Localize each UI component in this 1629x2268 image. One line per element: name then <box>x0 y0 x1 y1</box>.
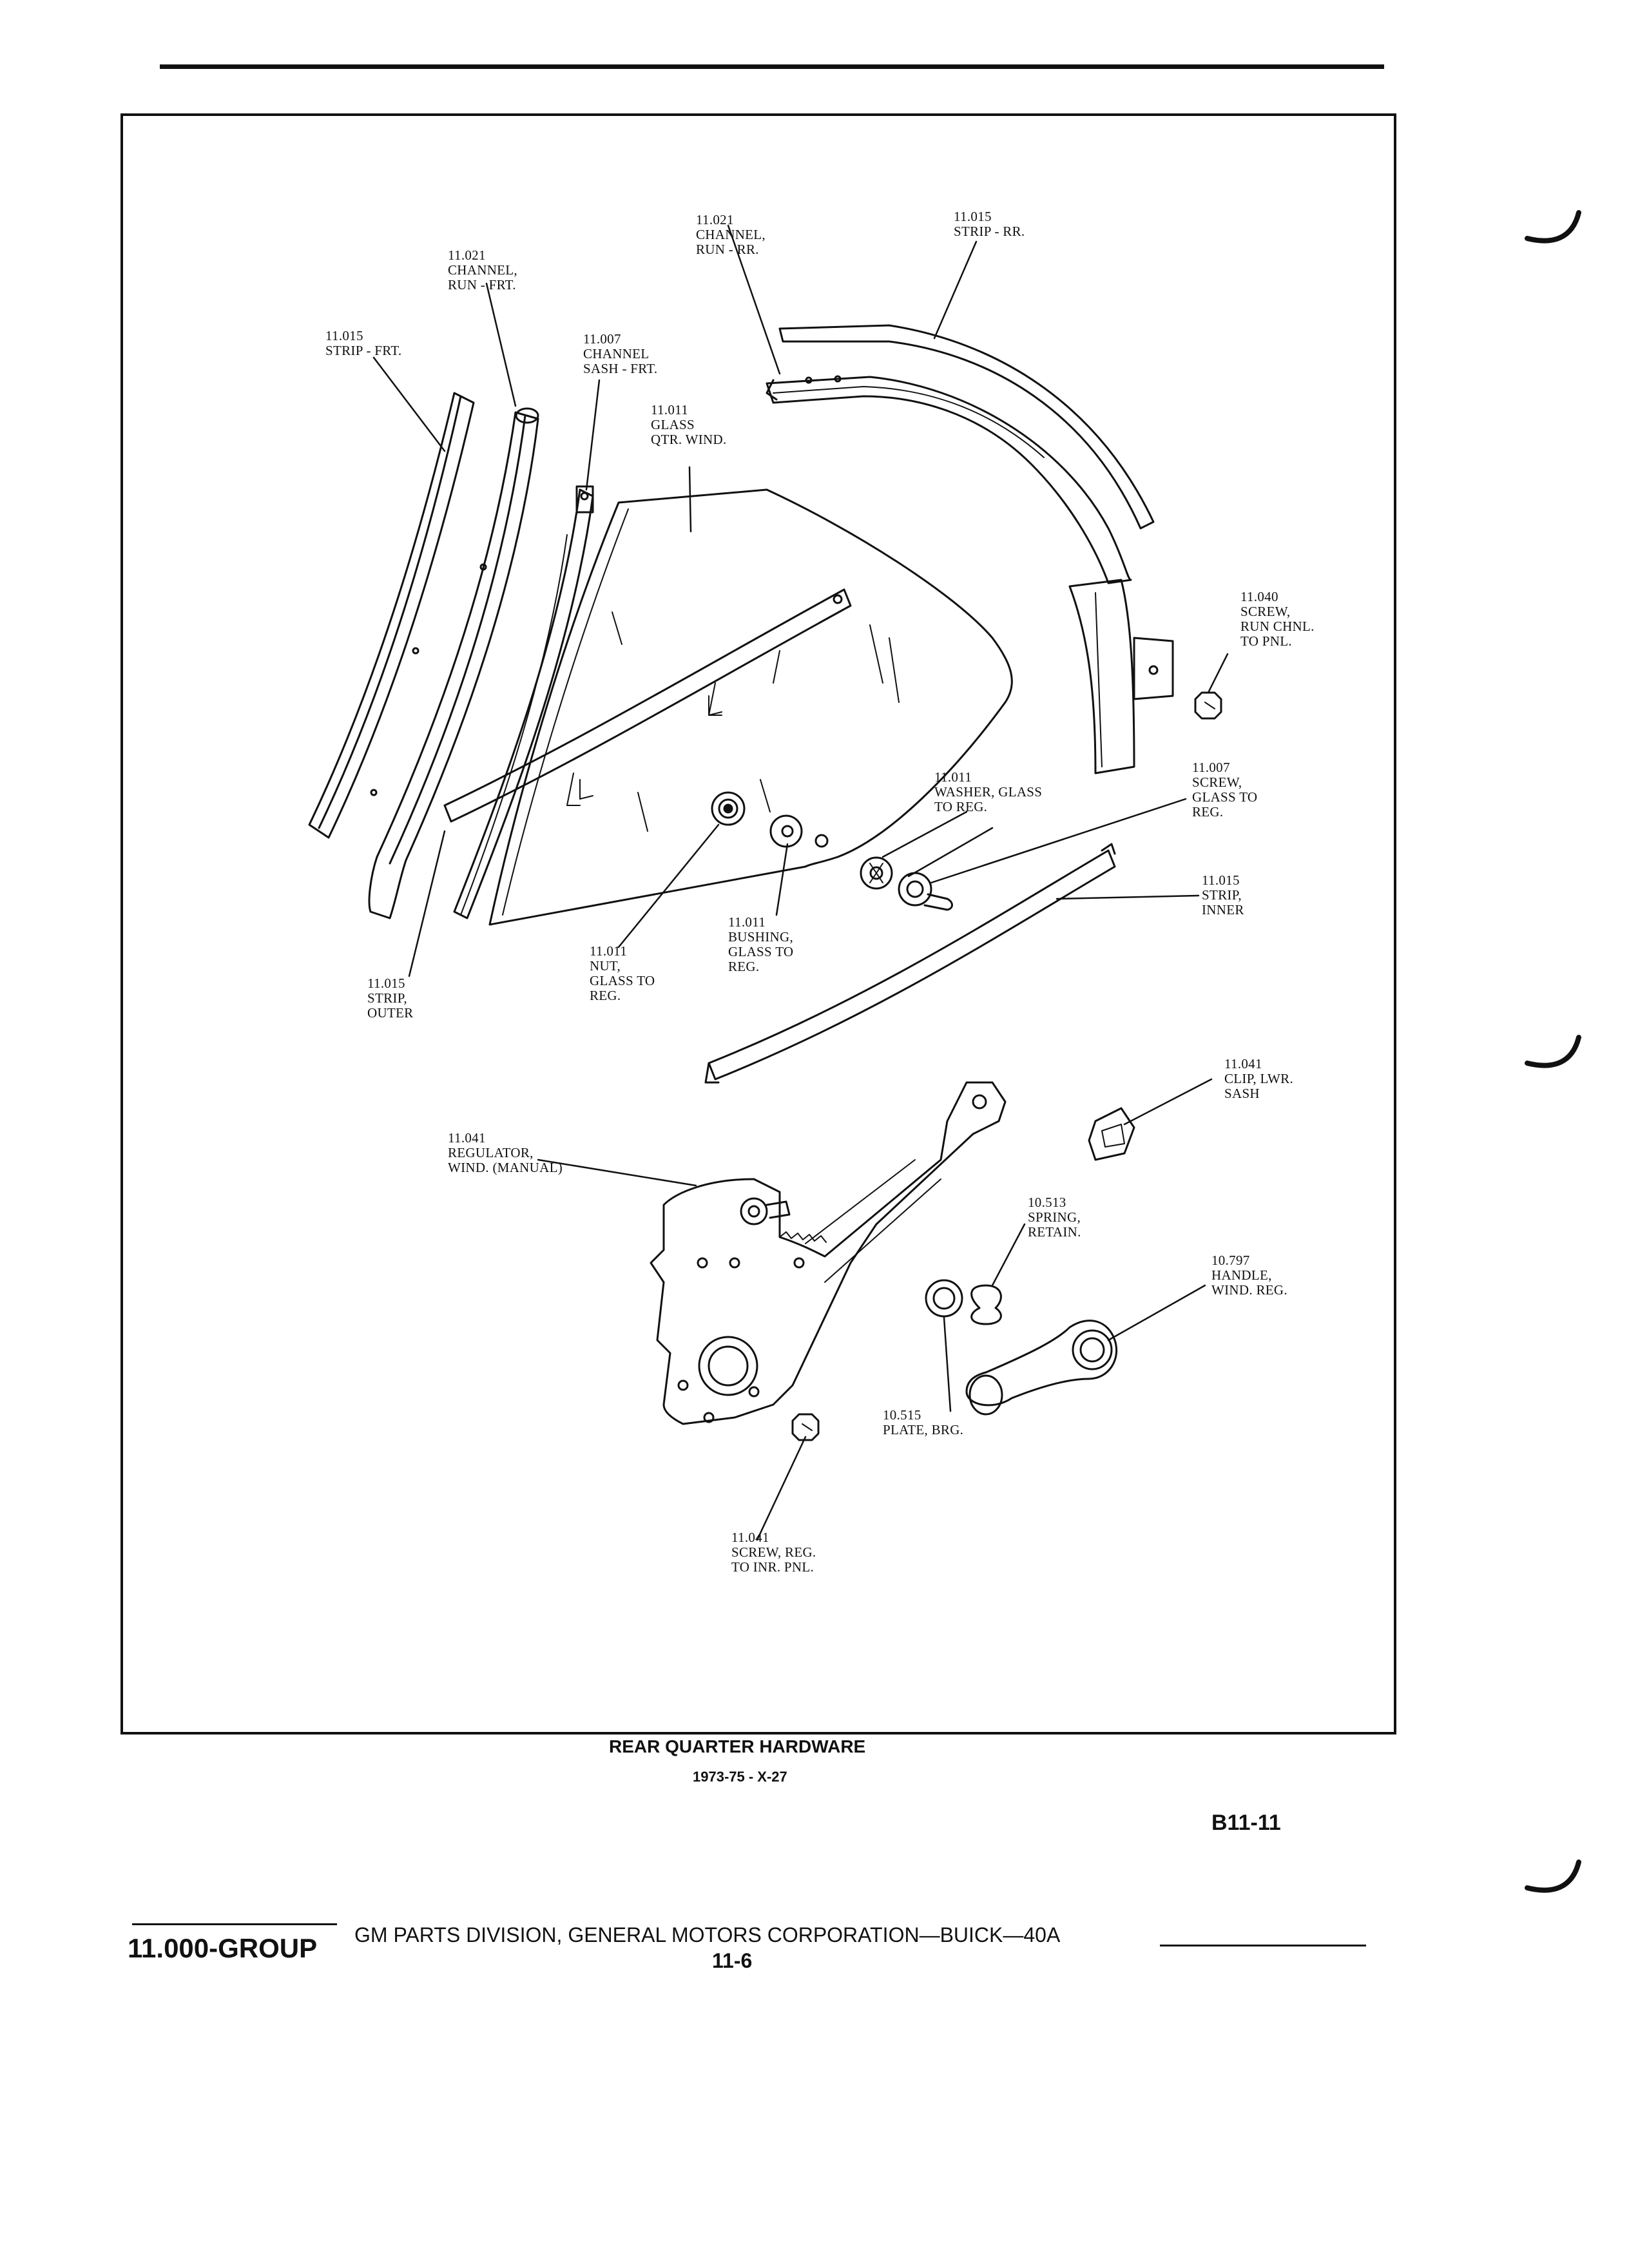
binder-hook-icon <box>1525 210 1581 244</box>
callout-strip-rr: 11.015 STRIP - RR. <box>954 209 1025 239</box>
nut-glass-to-reg-part <box>711 791 746 826</box>
channel-sash-front-part <box>453 485 594 919</box>
callout-strip-outer: 11.015 STRIP, OUTER <box>367 975 414 1021</box>
binder-hook-icon <box>1525 1860 1581 1893</box>
callout-glass-qtr-wind: 11.011 GLASS QTR. WIND. <box>651 402 727 447</box>
callout-strip-inner: 11.015 STRIP, INNER <box>1202 872 1244 918</box>
glass-lift-rail-part <box>443 588 852 823</box>
callout-regulator-wind: 11.041 REGULATOR, WIND. (MANUAL) <box>448 1130 563 1175</box>
footer-rule-left <box>132 1923 337 1925</box>
strip-inner-part <box>704 843 1116 1084</box>
callout-clip-lwr-sash: 11.041 CLIP, LWR. SASH <box>1224 1056 1294 1101</box>
rear-channel-vertical-part <box>1068 579 1174 774</box>
callout-screw-reg-to-inr-pnl: 11.041 SCREW, REG. TO INR. PNL. <box>731 1530 816 1575</box>
footer-page-number: 11-6 <box>712 1949 753 1972</box>
screw-reg-to-inr-pnl-part <box>791 1413 820 1441</box>
spring-retain-part <box>970 1284 1002 1325</box>
leader-lines <box>372 224 1229 1541</box>
footer-rule-right <box>1160 1945 1366 1946</box>
clip-lwr-sash-part <box>1088 1107 1135 1161</box>
callout-strip-frt: 11.015 STRIP - FRT. <box>325 328 402 358</box>
channel-run-front-part <box>368 407 539 919</box>
footer-publisher: GM PARTS DIVISION, GENERAL MOTORS CORPOR… <box>354 1923 1061 1946</box>
plate-brg-part <box>925 1279 963 1318</box>
callout-plate-brg: 10.515 PLATE, BRG. <box>883 1407 964 1437</box>
footer-group: 11.000-GROUP <box>128 1933 318 1963</box>
washer-glass-to-reg-part <box>860 856 893 890</box>
callout-washer-glass-to-reg: 11.011 WASHER, GLASS TO REG. <box>934 769 1043 814</box>
diagram-subtitle: 1973-75 - X-27 <box>693 1769 787 1785</box>
page-code: B11-11 <box>1211 1811 1281 1835</box>
diagram-title: REAR QUARTER HARDWARE <box>609 1736 866 1756</box>
screw-run-chnl-part <box>1194 691 1222 720</box>
strip-front-part <box>308 392 475 839</box>
handle-wind-reg-part <box>965 1320 1118 1416</box>
callout-spring-retain: 10.513 SPRING, RETAIN. <box>1028 1195 1081 1240</box>
callout-channel-sash-frt: 11.007 CHANNEL SASH - FRT. <box>583 331 658 376</box>
callout-handle-wind-reg: 10.797 HANDLE, WIND. REG. <box>1211 1253 1287 1298</box>
callout-screw-run-chnl: 11.040 SCREW, RUN CHNL. TO PNL. <box>1240 589 1315 649</box>
quarter-window-glass-part <box>488 488 1013 926</box>
callout-nut-glass-to-reg: 11.011 NUT, GLASS TO REG. <box>590 943 655 1003</box>
diagram-frame <box>120 113 1396 1735</box>
bushing-glass-to-reg-part <box>769 814 829 848</box>
channel-run-rear-part <box>766 375 1132 584</box>
callout-bushing-glass-to-reg: 11.011 BUSHING, GLASS TO REG. <box>728 914 794 974</box>
callout-channel-run-rr: 11.021 CHANNEL, RUN - RR. <box>696 212 766 257</box>
top-rule <box>160 64 1384 69</box>
strip-rear-part <box>778 324 1155 530</box>
callout-screw-glass-to-reg: 11.007 SCREW, GLASS TO REG. <box>1192 760 1258 820</box>
callout-channel-run-frt: 11.021 CHANNEL, RUN - FRT. <box>448 247 517 293</box>
regulator-part <box>650 1081 1007 1425</box>
binder-hook-icon <box>1525 1035 1581 1068</box>
